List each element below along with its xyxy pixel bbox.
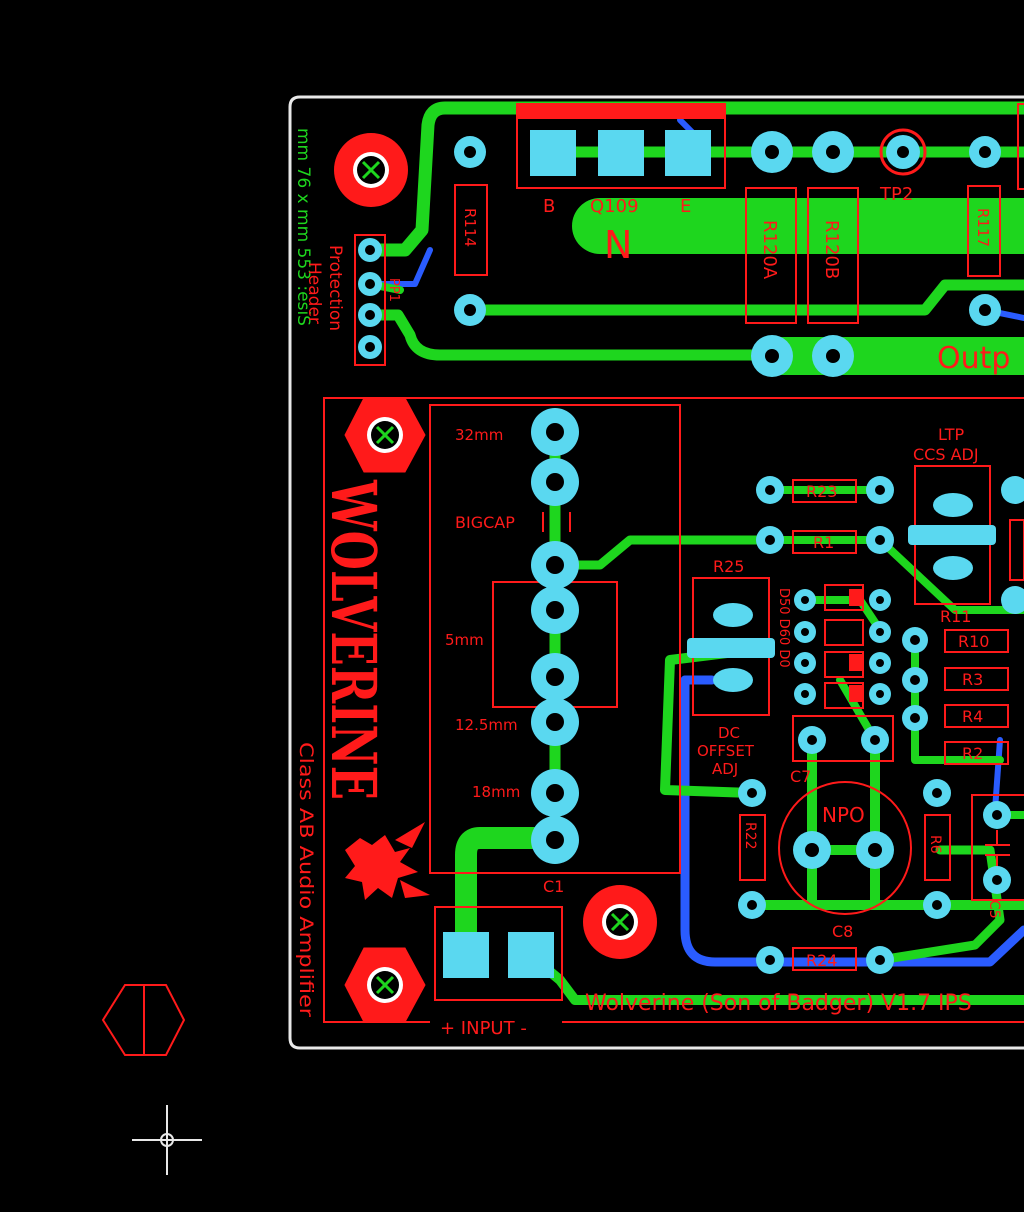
r11-label: R11 (940, 607, 971, 626)
header-label: Header (304, 262, 324, 324)
bigcap-label: BIGCAP (455, 513, 515, 532)
r120a-label: R120A (759, 220, 780, 280)
input-label: + INPUT - (440, 1018, 527, 1039)
size-32mm: 32mm (455, 426, 503, 444)
test-point-tp2[interactable] (879, 128, 927, 176)
mounting-hole[interactable] (583, 885, 657, 959)
c7-label: C7 (790, 767, 811, 786)
r2-label: R2 (962, 744, 983, 763)
ltp-label-2: CCS ADJ (913, 445, 979, 464)
wolverine-head-icon (345, 822, 430, 900)
q109-label: Q109 (590, 196, 639, 217)
bottom-title: Wolverine (Son of Badger) V1.7 IPS (585, 991, 972, 1016)
tp2-label: TP2 (879, 184, 913, 205)
mounting-hole[interactable] (334, 133, 408, 207)
size-5mm: 5mm (445, 631, 484, 649)
board-outline (288, 95, 1024, 1050)
npo-label: NPO (822, 803, 865, 827)
r114-label: R114 (461, 208, 479, 247)
r120b-label: R120B (821, 220, 842, 279)
output-label: Outp (937, 341, 1010, 376)
b-label: B (543, 196, 555, 217)
logo-wolverine: WOLVERINE (317, 479, 390, 800)
size-12-5mm: 12.5mm (455, 716, 518, 734)
mounting-hole[interactable] (367, 967, 403, 1003)
r3-label: R3 (962, 670, 983, 689)
r25-label: R25 (713, 557, 744, 576)
c1-label: C1 (543, 877, 564, 896)
r10-label: R10 (958, 632, 989, 651)
origin-crosshair-icon (132, 1105, 202, 1175)
r23-label: R23 (806, 482, 837, 501)
mounting-hole[interactable] (367, 417, 403, 453)
dc-label-1: DC (718, 724, 740, 742)
mounting-holes[interactable] (334, 133, 657, 1003)
pads-layer[interactable] (358, 130, 1024, 978)
r6-label: R6 (927, 835, 943, 854)
r4-label: R4 (962, 707, 983, 726)
size-18mm: 18mm (472, 783, 520, 801)
protection-label: Protection (325, 245, 345, 331)
c5-label: C5 (986, 900, 1002, 919)
ltp-label-1: LTP (938, 425, 964, 444)
polarity-mark: N (604, 223, 632, 267)
r117-label: R117 (974, 208, 992, 247)
board-size-note: mm 76 x mm 553 :esiS (293, 128, 313, 326)
r22-label: R22 (742, 822, 758, 850)
dc-label-2: OFFSET (697, 742, 755, 760)
r1-label: R1 (813, 533, 834, 552)
description-label: Class AB Audio Amplifier (295, 742, 317, 1017)
dc-label-3: ADJ (712, 760, 738, 778)
silkscreen-layer (101, 103, 1024, 1056)
pp1-label: PP1 (386, 278, 401, 302)
e-label: E (680, 196, 691, 217)
r24-label: R24 (806, 951, 837, 970)
diode-labels: D50 D60 D0 (776, 588, 791, 668)
c8-label: C8 (832, 922, 853, 941)
